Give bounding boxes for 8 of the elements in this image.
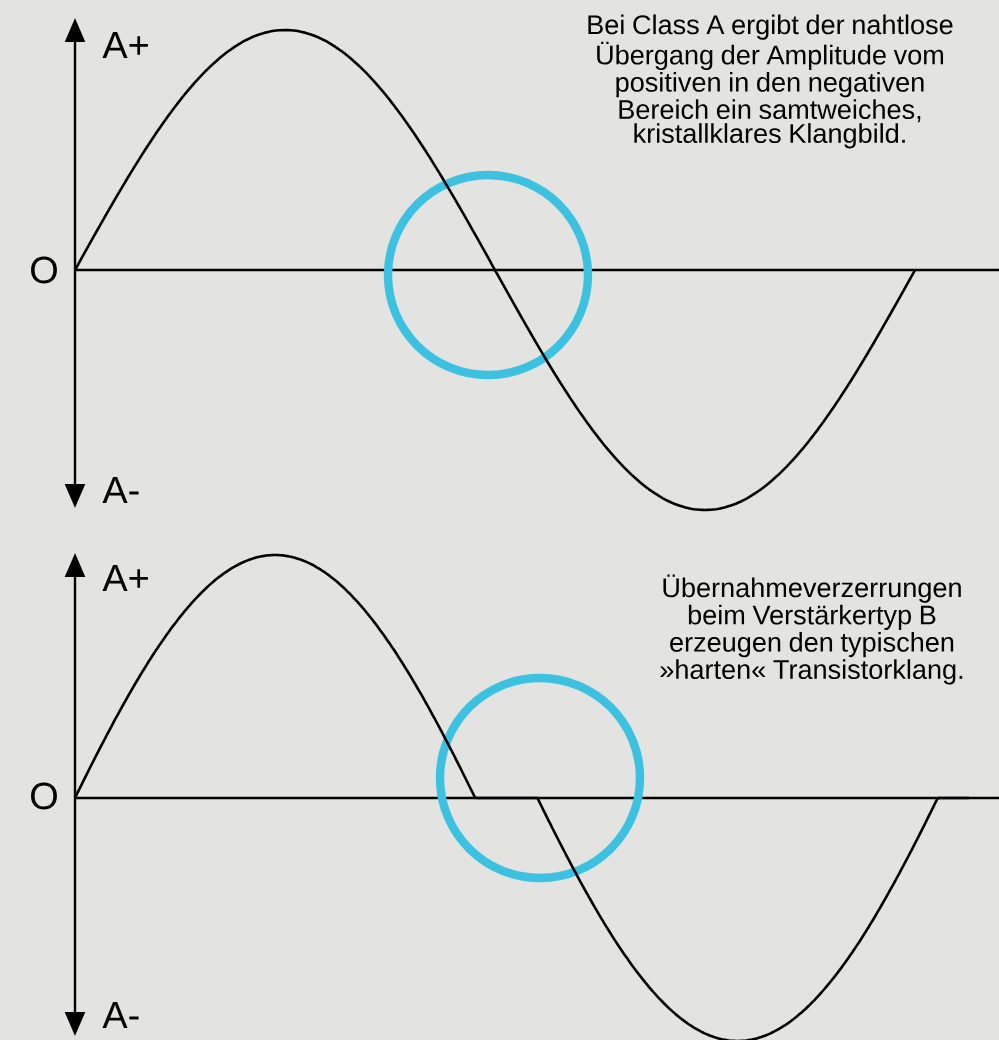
axis-label: A+ xyxy=(102,565,148,592)
axis-label: A- xyxy=(102,1002,139,1029)
annotation-text: Übernahmeverzerrungen beim Verstärkertyp B erzeugen den typischen »harten« Transistorklang. xyxy=(660,574,963,685)
annotation-text: Bei Class A ergibt der nahtlose Übergang der Amplitude vom positiven in den negativen Bereich ein samtweiches, kristallklares Klangbild. xyxy=(588,14,953,149)
axis-label: O xyxy=(31,782,57,810)
axis-label: A- xyxy=(102,477,139,504)
axis-label: A+ xyxy=(102,32,148,59)
axis-label: O xyxy=(31,256,57,284)
